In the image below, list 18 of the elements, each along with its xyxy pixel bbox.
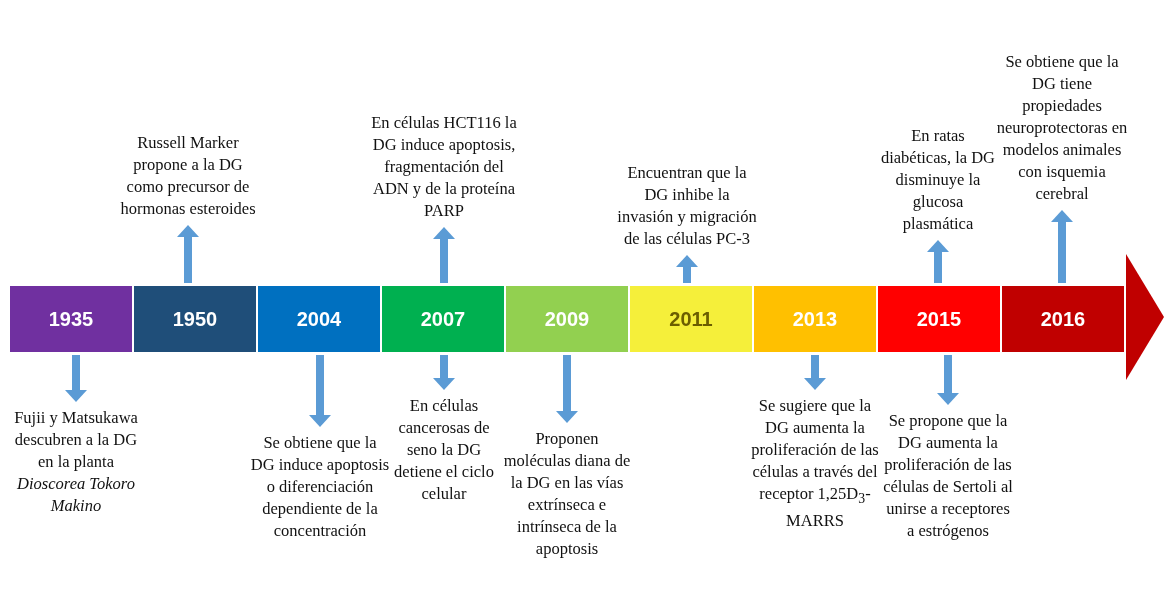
event-text: En ratas diabéticas, la DG disminuye la glucosa plasmática xyxy=(878,125,998,235)
event-text: Se sugiere que la DG aumenta la proliferación de las células a través del receptor 1,25D$_{3}$-MARRS xyxy=(750,395,880,533)
year-segment: 2009 xyxy=(506,286,628,352)
event-text: Encuentran que la DG inhibe la invasión y migración de las células PC-3 xyxy=(617,162,757,250)
event-text: Se propone que la DG aumenta la proliferación de las células de Sertoli al unirse a receptores a estrógenos xyxy=(883,410,1013,542)
event-text: En células HCT116 la DG induce apoptosis, fragmentación del ADN y de la proteína PARP xyxy=(369,112,519,222)
year-segment: 2013 xyxy=(754,286,876,352)
year-segment: 2016 xyxy=(1002,286,1124,352)
event-text: Fujii y Matsukawa descubren a la DG en la planta Dioscorea Tokoro Makino xyxy=(6,407,146,517)
event-text: Se obtiene que la DG induce apoptosis o diferenciación dependiente de la concentración xyxy=(250,432,390,542)
year-segment: 2007 xyxy=(382,286,504,352)
year-segment: 1935 xyxy=(10,286,132,352)
year-segment: 2015 xyxy=(878,286,1000,352)
year-segment: 1950 xyxy=(134,286,256,352)
event-text: Russell Marker propone a la DG como precursor de hormonas esteroides xyxy=(118,132,258,220)
event-text: Proponen moléculas diana de la DG en las vías extrínseca e intrínseca de la apoptosis xyxy=(502,428,632,560)
year-segment: 2011 xyxy=(630,286,752,352)
year-segment: 2004 xyxy=(258,286,380,352)
